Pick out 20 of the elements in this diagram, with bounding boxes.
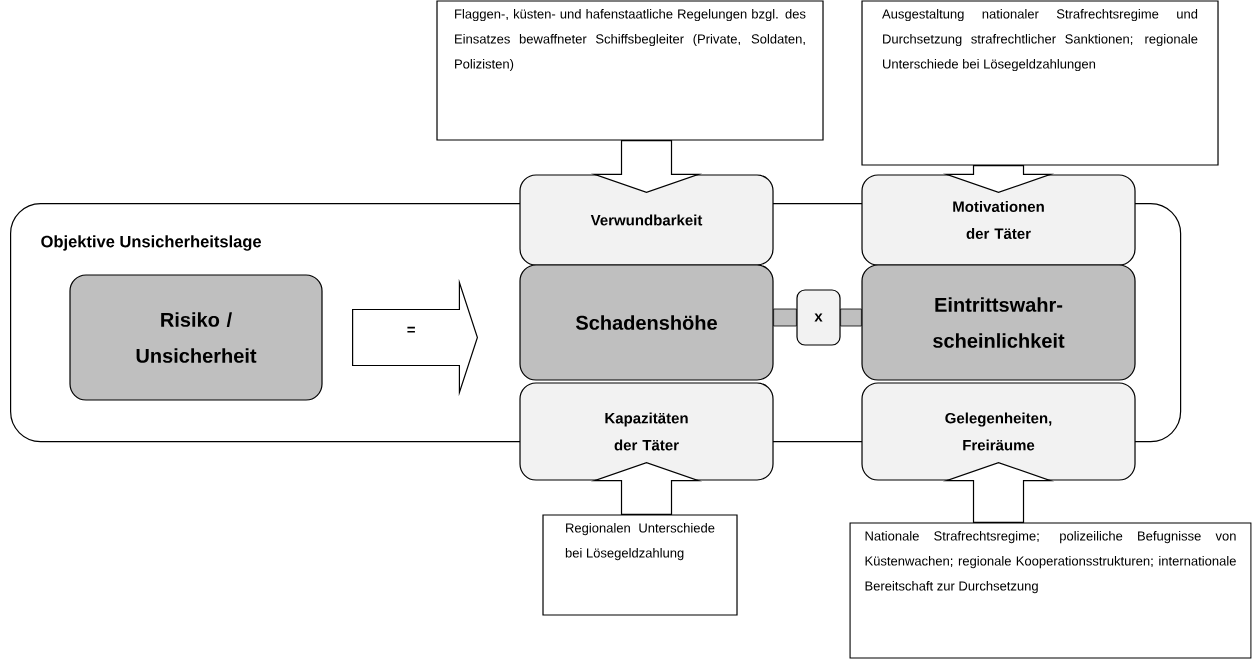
edge-label: =: [407, 326, 415, 333]
connector-bar: [840, 308, 862, 327]
factor-box: Verwundbarkeit: [519, 174, 774, 266]
operator-box: x: [796, 289, 841, 346]
text-box: Flaggen-, küsten- und hafenstaatliche Regelungen bzgl. des Einsatzes bewaffneter Schiffsbegleiter (Private, Soldaten, Polizisten): [436, 0, 824, 141]
block-arrow: [942, 165, 1055, 194]
text-box: Ausgestaltung nationaler Strafrechtsregime und Durchsetzung strafrechtlicher Sanktionen; regionale Unterschiede bei Lösegeldzahlungen: [861, 0, 1219, 166]
factor-box: Kapazitäten der Täter: [519, 382, 774, 481]
factor-box: Risiko / Unsicherheit: [69, 274, 323, 401]
factor-box: Motivationen der Täter: [861, 174, 1136, 266]
block-arrow: [590, 140, 703, 194]
block-arrow: [590, 461, 703, 515]
factor-box: Gelegenheiten, Freiräume: [861, 382, 1136, 481]
text-box: Regionalen Unterschiede bei Lösegeldzahlung: [542, 514, 738, 616]
factor-box: Eintrittswahr-scheinlichkeit: [861, 264, 1136, 381]
block-arrow: [352, 278, 479, 397]
connector-bar: [773, 308, 797, 327]
block-arrow: [942, 461, 1055, 523]
text-box: Nationale Strafrechtsregime; polizeiliche Befugnisse von Küstenwachen; regionale Kooperationsstrukturen; internationale Bereitschaft zur Durchsetzung: [849, 522, 1252, 659]
factor-box: Schadenshöhe: [519, 264, 774, 381]
